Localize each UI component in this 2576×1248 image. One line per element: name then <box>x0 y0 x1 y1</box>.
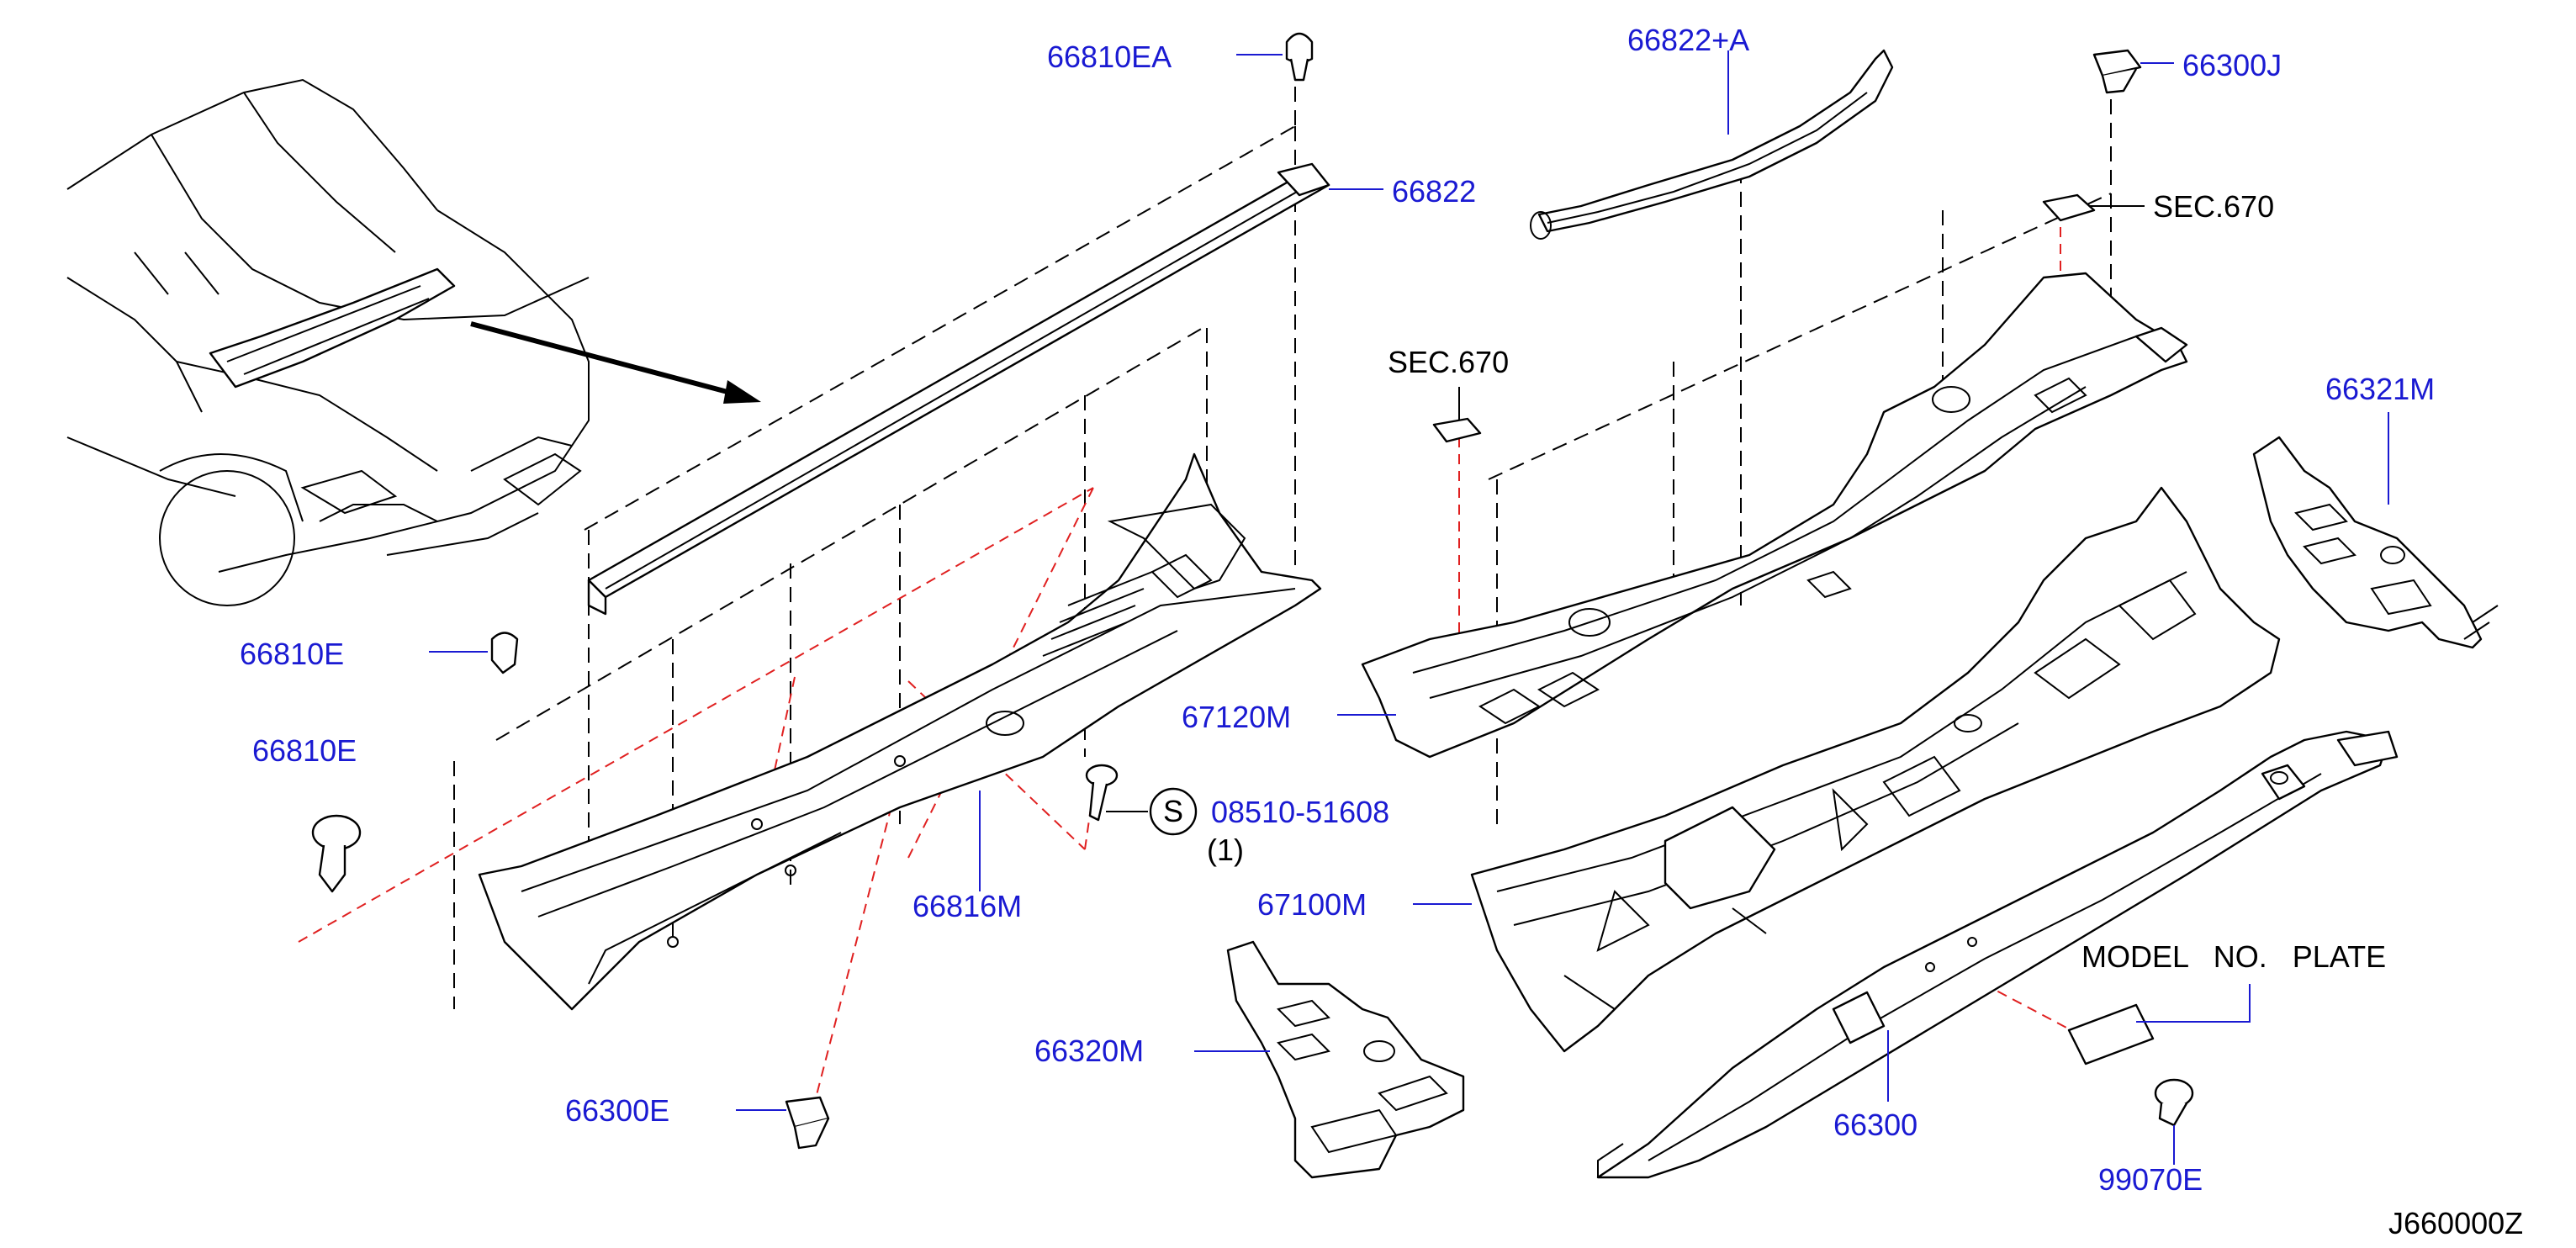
label-screw-qty: (1) <box>1207 833 1244 867</box>
label-67100m: 67100M <box>1257 887 1367 922</box>
label-66300: 66300 <box>1833 1108 1917 1142</box>
label-66822a: 66822+A <box>1627 23 1749 57</box>
label-sec670-right: SEC.670 <box>2153 189 2274 224</box>
label-model-plate: MODEL NO. PLATE <box>2081 939 2386 974</box>
label-66320m: 66320M <box>1034 1034 1144 1068</box>
seal-strip-66822a <box>1530 49 1894 240</box>
label-66822: 66822 <box>1392 174 1476 209</box>
clip-66810ea-drawing <box>1285 32 1314 82</box>
label-66810e: 66810E <box>252 733 357 768</box>
label-screw-part: 08510-51608 <box>1211 795 1389 829</box>
vehicle-illustration <box>66 78 761 606</box>
pad-sec670-right-drawing <box>2042 193 2096 222</box>
upper-dash-panel-67120m <box>1361 272 2188 759</box>
screw-callout: S <box>1149 787 1198 836</box>
clip-partial-drawing <box>490 632 519 674</box>
label-67120m: 67120M <box>1182 700 1291 734</box>
label-66810ea: 66810EA <box>1047 40 1172 74</box>
label-clip-partial: 66810E <box>240 637 344 671</box>
bracket-66320m <box>1226 940 1465 1179</box>
label-66321m: 66321M <box>2325 372 2435 406</box>
screw-08510-drawing <box>1085 764 1119 822</box>
dash-panel-67100m <box>1470 486 2281 1053</box>
label-66816m: 66816M <box>912 889 1022 923</box>
rivet-99070e-drawing <box>2154 1078 2194 1127</box>
clip-66300j-drawing <box>2092 49 2142 94</box>
cowl-top-seal-66822 <box>587 162 1330 616</box>
leader-lines <box>429 50 2389 1165</box>
bracket-66321m <box>2252 436 2499 649</box>
label-99070e: 99070E <box>2098 1162 2203 1197</box>
label-66300j: 66300J <box>2182 48 2282 82</box>
pad-sec670-left-drawing <box>1432 417 1482 443</box>
clip-66300e-drawing <box>785 1096 830 1150</box>
label-sec670-left: SEC.670 <box>1388 345 1509 379</box>
label-66300e: 66300E <box>565 1093 669 1128</box>
diagram-code: J660000Z <box>2388 1206 2523 1240</box>
cowl-member-66300 <box>1596 730 2399 1179</box>
model-plate-drawing <box>2067 1003 2155 1066</box>
label-clip-partial-clip: 66810E <box>240 637 344 671</box>
cowl-panel-66816m <box>478 452 1322 1011</box>
screw-symbol: S <box>1163 794 1183 828</box>
clip-66810e-drawing <box>311 814 362 893</box>
